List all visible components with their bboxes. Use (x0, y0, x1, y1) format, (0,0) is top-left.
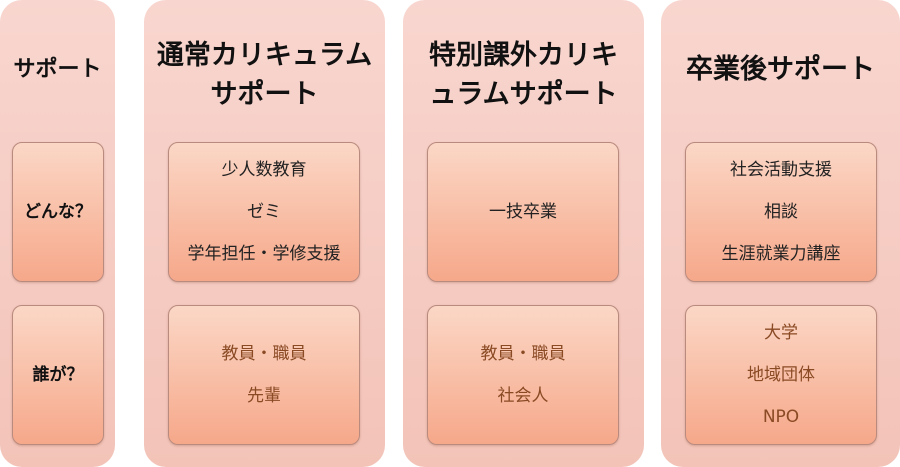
what-label: どんな？ (24, 202, 92, 222)
post-graduation-what-item: 相談 (764, 202, 798, 222)
post-graduation-who-card: 大学 地域団体 NPO (685, 305, 877, 445)
who-label: 誰が？ (32, 365, 84, 385)
who-label-card: 誰が？ (12, 305, 104, 445)
regular-curriculum-header: 通常カリキュラム サポート (156, 39, 373, 110)
post-graduation-what-item: 生涯就業力講座 (721, 244, 841, 264)
post-graduation-who-item: 大学 (764, 323, 798, 343)
regular-what-card: 少人数教育 ゼミ 学年担任・学修支援 (168, 142, 360, 282)
post-graduation-what-card: 社会活動支援 相談 生涯就業力講座 (685, 142, 877, 282)
regular-what-item: 少人数教育 (221, 160, 307, 180)
regular-who-item: 教員・職員 (221, 344, 307, 364)
post-graduation-who-item: NPO (762, 407, 800, 427)
special-who-item: 社会人 (497, 386, 549, 406)
regular-what-item: 学年担任・学修支援 (187, 244, 341, 264)
regular-what-item: ゼミ (247, 202, 281, 222)
special-what-card: 一技卒業 (427, 142, 619, 282)
post-graduation-header: 卒業後サポート (686, 54, 875, 86)
special-curriculum-column: 特別課外カリキ ュラムサポート 一技卒業 教員・職員 社会人 (403, 0, 644, 467)
post-graduation-column: 卒業後サポート 社会活動支援 相談 生涯就業力講座 大学 地域団体 NPO (661, 0, 900, 467)
special-who-item: 教員・職員 (480, 344, 566, 364)
post-graduation-what-item: 社会活動支援 (730, 160, 832, 180)
support-header: サポート (13, 57, 102, 83)
special-what-item: 一技卒業 (489, 202, 557, 222)
regular-who-item: 先輩 (247, 386, 281, 406)
regular-who-card: 教員・職員 先輩 (168, 305, 360, 445)
special-who-card: 教員・職員 社会人 (427, 305, 619, 445)
what-label-card: どんな？ (12, 142, 104, 282)
special-curriculum-header: 特別課外カリキ ュラムサポート (429, 39, 618, 110)
support-label-column: サポート どんな？ 誰が？ (0, 0, 115, 467)
regular-curriculum-column: 通常カリキュラム サポート 少人数教育 ゼミ 学年担任・学修支援 教員・職員 先… (144, 0, 385, 467)
post-graduation-who-item: 地域団体 (747, 365, 815, 385)
